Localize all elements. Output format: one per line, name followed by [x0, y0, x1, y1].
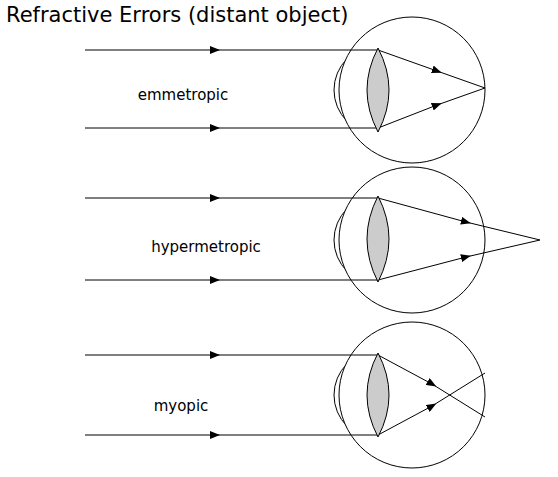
- eyeball: [339, 17, 485, 163]
- incoming-ray: [85, 280, 378, 281]
- diagram-title: Refractive Errors (distant object): [6, 3, 348, 27]
- lens: [367, 353, 389, 437]
- eyeball: [339, 322, 485, 468]
- condition-label: hypermetropic: [151, 238, 261, 256]
- incoming-ray: [85, 198, 378, 199]
- incoming-ray: [85, 128, 378, 129]
- lens: [367, 196, 389, 282]
- refracted-ray: [378, 355, 485, 417]
- condition-label: emmetropic: [138, 86, 229, 104]
- refracted-ray: [378, 373, 485, 435]
- condition-label: myopic: [154, 397, 209, 415]
- refracted-ray: [378, 240, 540, 280]
- incoming-ray: [85, 50, 378, 51]
- eyeball: [339, 167, 485, 313]
- lens: [367, 48, 389, 132]
- incoming-ray: [85, 435, 378, 436]
- incoming-ray: [85, 355, 378, 356]
- refracted-ray: [378, 198, 540, 240]
- refracted-ray: [378, 50, 485, 88]
- refracted-ray: [378, 88, 485, 128]
